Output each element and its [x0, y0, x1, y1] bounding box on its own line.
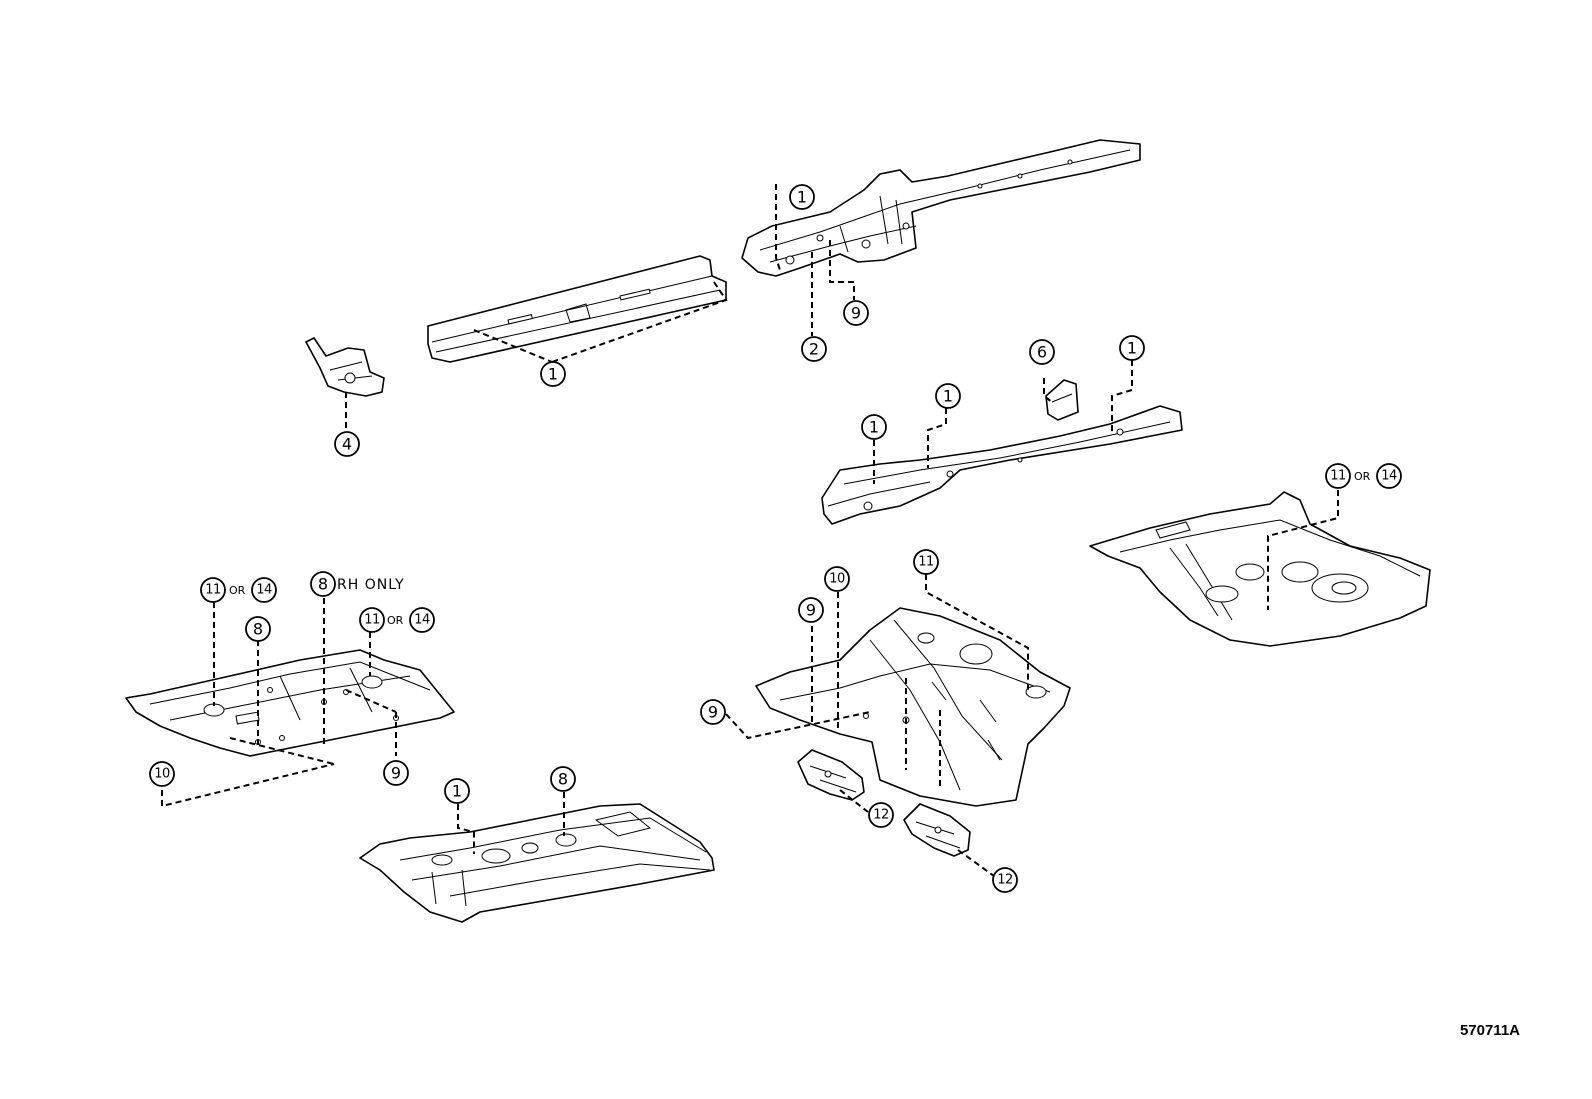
svg-text:9: 9 — [806, 601, 816, 620]
rear-floor-pan — [1089, 491, 1431, 647]
svg-text:8: 8 — [318, 575, 328, 594]
or-label-a: OR — [1354, 470, 1371, 483]
callout-14-c: 14 — [409, 607, 435, 633]
svg-text:1: 1 — [797, 188, 807, 207]
svg-text:9: 9 — [708, 703, 718, 722]
svg-text:14: 14 — [414, 613, 430, 628]
svg-text:8: 8 — [558, 770, 568, 789]
svg-text:11: 11 — [1330, 469, 1346, 484]
callout-10-a: 10 — [149, 761, 175, 787]
callout-2: 2 — [801, 336, 827, 362]
or-label-b: OR — [229, 584, 246, 597]
callout-9-b: 9 — [383, 760, 409, 786]
callout-9-a: 9 — [843, 300, 869, 326]
rear-side-member — [741, 139, 1141, 277]
svg-text:4: 4 — [342, 435, 352, 454]
callout-12-a: 12 — [868, 802, 894, 828]
callout-8-b: 8 — [245, 616, 271, 642]
svg-text:10: 10 — [829, 572, 845, 587]
callout-14-a: 14 — [1376, 463, 1402, 489]
center-floor-pan — [359, 803, 715, 923]
callout-8-a: 8 — [310, 571, 336, 597]
callout-11-b: 11 — [200, 577, 226, 603]
callout-9-d: 9 — [700, 699, 726, 725]
callout-9-c: 9 — [798, 597, 824, 623]
svg-text:6: 6 — [1037, 343, 1047, 362]
callout-4: 4 — [334, 431, 360, 457]
front-floor-pan-left — [125, 649, 455, 757]
callout-11-a: 11 — [1325, 463, 1351, 489]
svg-text:1: 1 — [869, 418, 879, 437]
svg-text:2: 2 — [809, 340, 819, 359]
callout-14-b: 14 — [251, 577, 277, 603]
svg-text:9: 9 — [851, 304, 861, 323]
callout-12-b: 12 — [992, 867, 1018, 893]
svg-text:14: 14 — [1381, 469, 1397, 484]
bracket-part-12-upper — [797, 749, 865, 801]
svg-text:11: 11 — [205, 583, 221, 598]
callout-1-f: 1 — [444, 778, 470, 804]
callout-6: 6 — [1029, 339, 1055, 365]
bracket-part-4 — [305, 337, 385, 397]
callout-1-e: 1 — [861, 414, 887, 440]
svg-text:9: 9 — [391, 764, 401, 783]
svg-text:12: 12 — [873, 808, 889, 823]
callout-1-a: 1 — [789, 184, 815, 210]
bracket-part-12-lower — [903, 803, 971, 857]
svg-text:11: 11 — [364, 613, 380, 628]
svg-text:11: 11 — [918, 555, 934, 570]
svg-text:1: 1 — [452, 782, 462, 801]
svg-text:10: 10 — [154, 767, 170, 782]
svg-text:1: 1 — [1127, 339, 1137, 358]
svg-text:14: 14 — [256, 583, 272, 598]
callout-8-c: 8 — [550, 766, 576, 792]
callout-11-d: 11 — [913, 549, 939, 575]
front-floor-pan-right — [755, 607, 1071, 807]
leader-lines — [161, 184, 1339, 877]
rear-floor-side-member — [821, 405, 1183, 525]
svg-text:12: 12 — [997, 873, 1013, 888]
svg-text:1: 1 — [548, 365, 558, 384]
callout-11-c: 11 — [359, 607, 385, 633]
bracket-part-6 — [1045, 379, 1079, 421]
svg-text:1: 1 — [943, 387, 953, 406]
callout-1-b: 1 — [540, 361, 566, 387]
callout-10-b: 10 — [824, 566, 850, 592]
svg-text:8: 8 — [253, 620, 263, 639]
rh-only-label: RH ONLY — [337, 577, 405, 593]
or-label-c: OR — [387, 614, 404, 627]
floor-side-member — [427, 255, 727, 363]
callout-1-c: 1 — [1119, 335, 1145, 361]
diagram-reference-code: 570711A — [1459, 1022, 1520, 1039]
callout-1-d: 1 — [935, 383, 961, 409]
